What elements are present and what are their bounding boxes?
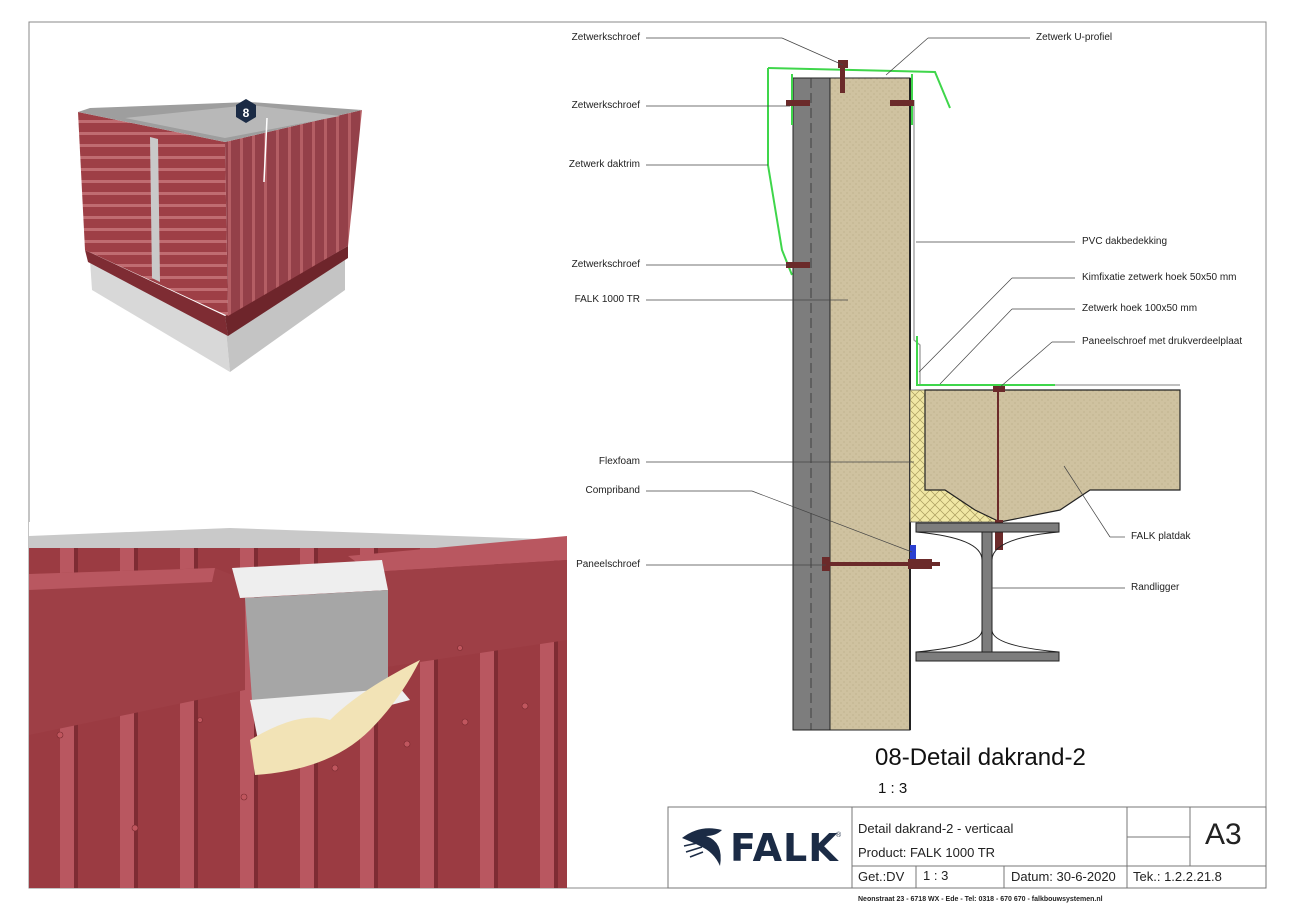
callout-flexfoam: Flexfoam xyxy=(598,456,640,467)
leader-lines xyxy=(646,37,1125,589)
callout-zetwerkschroef-top: Zetwerkschroef xyxy=(571,32,640,43)
title-block-frame xyxy=(667,806,1267,889)
callout-paneelschroef: Paneelschroef xyxy=(576,559,640,570)
callout-paneelschroef-drukverdeelplaat: Paneelschroef met drukverdeelplaat xyxy=(1082,336,1243,347)
callout-falk-platdak: FALK platdak xyxy=(1131,531,1191,542)
callout-zetwerk-u-profiel: Zetwerk U-profiel xyxy=(1036,32,1113,43)
falk-eagle-icon xyxy=(682,828,722,866)
callout-kimfixatie: Kimfixatie zetwerk hoek 50x50 mm xyxy=(1082,272,1237,283)
falk-logo-text: FALK xyxy=(730,826,839,870)
callout-zetwerkschroef-mid: Zetwerkschroef xyxy=(571,100,640,111)
title-block-sheet-size: A3 xyxy=(1205,818,1242,851)
detail-scale: 1 : 3 xyxy=(878,780,908,797)
falk-logo-registered-mark: ® xyxy=(836,832,842,839)
title-block-scale: 1 : 3 xyxy=(923,868,949,883)
callout-pvc-dakbedekking: PVC dakbedekking xyxy=(1082,236,1168,247)
callout-compriband: Compriband xyxy=(585,485,640,496)
detail-badge-number: 8 xyxy=(242,106,250,120)
title-block-drawing-number: Tek.: 1.2.2.21.8 xyxy=(1133,869,1222,884)
detail-title: 08-Detail dakrand-2 xyxy=(875,744,1086,771)
footer-address: Neonstraat 23 - 6718 WX - Ede - Tel: 031… xyxy=(858,896,1103,903)
title-block-product: Product: FALK 1000 TR xyxy=(858,845,996,860)
callout-randligger: Randligger xyxy=(1131,582,1180,593)
section-detail xyxy=(767,60,1181,731)
callout-zetwerkschroef-low: Zetwerkschroef xyxy=(571,259,640,270)
render-3d-corner xyxy=(78,99,362,372)
callout-zetwerk-hoek: Zetwerk hoek 100x50 mm xyxy=(1082,303,1198,314)
callout-falk-1000-tr: FALK 1000 TR xyxy=(574,294,640,305)
title-block-date: Datum: 30-6-2020 xyxy=(1011,869,1116,884)
title-block-drawn-by: Get.:DV xyxy=(858,869,905,884)
title-block-description: Detail dakrand-2 - verticaal xyxy=(858,821,1014,836)
sheet-border xyxy=(28,21,1267,889)
render-closeup xyxy=(29,522,567,888)
callout-zetwerk-daktrim: Zetwerk daktrim xyxy=(568,159,640,170)
